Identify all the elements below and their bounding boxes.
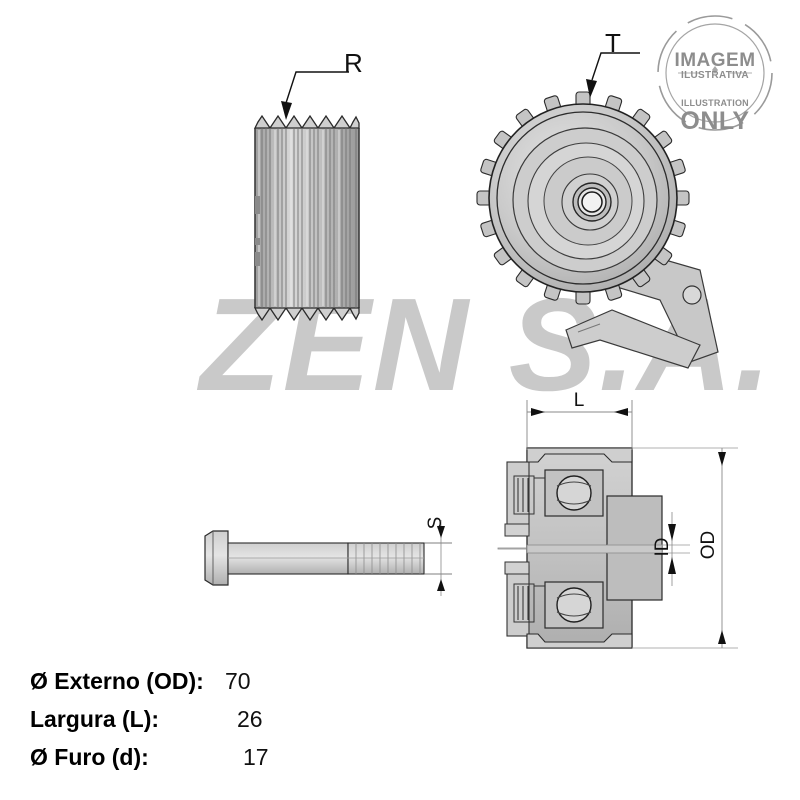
section-bottom-seal xyxy=(513,583,546,624)
section-top-race-curve-b xyxy=(556,499,592,505)
spec-value-bore: 17 xyxy=(243,744,269,770)
lever-detail-line xyxy=(577,323,601,333)
section-left-tab-top xyxy=(504,523,530,537)
spec-row-bore: Ø Furo (d): 17 xyxy=(30,744,350,782)
stamp-line-illustration: ILLUSTRATION xyxy=(681,98,749,108)
dimension-label-od: OD xyxy=(698,530,719,560)
bolt-thread-section xyxy=(347,542,425,575)
callout-label-t: T xyxy=(605,28,621,58)
section-bottom-cap xyxy=(526,633,633,649)
stamp-outer-ring xyxy=(657,15,773,131)
dimension-label-id: ID xyxy=(652,537,673,557)
spec-label-od: Ø Externo (OD): xyxy=(30,668,204,694)
stamp-line-ilustrativa: ILUSTRATIVA xyxy=(681,70,749,81)
section-bottom-race-curve-b xyxy=(556,611,592,617)
dimension-od xyxy=(632,447,738,649)
dimension-label-l: L xyxy=(573,390,585,411)
pulley-bottom-groove-profile xyxy=(253,306,360,322)
section-top-cap xyxy=(526,447,633,463)
toothed-tensioner-view xyxy=(476,52,719,369)
spec-row-od: Ø Externo (OD): 70 xyxy=(30,668,350,706)
poly-v-pulley-view xyxy=(253,71,360,322)
stamp-diamond-icon xyxy=(712,66,718,74)
spec-label-width: Largura (L): xyxy=(30,706,160,732)
spec-value-width: 26 xyxy=(237,706,263,732)
illustration-only-stamp: IMAGEM ILUSTRATIVA ILLUSTRATION ONLY xyxy=(641,14,789,135)
spec-label-bore: Ø Furo (d): xyxy=(30,744,149,770)
bearing-cross-section-view xyxy=(497,400,738,649)
bolt-head xyxy=(204,530,229,586)
dimension-s xyxy=(424,520,452,596)
specification-table: Ø Externo (OD): 70 Largura (L): 26 Ø Fur… xyxy=(30,668,350,782)
illustration-stamp-rings xyxy=(657,15,773,131)
section-bottom-ball xyxy=(556,587,592,623)
bolt-thread-lines xyxy=(355,543,421,574)
dimension-id xyxy=(607,512,690,586)
spec-row-width: Largura (L): 26 xyxy=(30,706,350,744)
spec-value-od: 70 xyxy=(225,668,251,694)
stamp-line-imagem: IMAGEM xyxy=(674,50,756,71)
pulley-top-groove-profile xyxy=(253,114,360,130)
section-top-seal xyxy=(513,475,546,516)
callout-leader-t xyxy=(586,52,640,98)
callout-label-r: R xyxy=(344,48,363,78)
section-bore-band xyxy=(526,544,663,554)
pulley-hub-marks xyxy=(255,196,260,266)
pulley-rib-lines xyxy=(261,128,357,308)
tensioner-ring-1 xyxy=(496,111,670,285)
section-bottom-race-curve-a xyxy=(556,593,592,599)
dimension-label-s: S xyxy=(425,516,446,530)
bolt-shank xyxy=(227,542,349,575)
stamp-inner-ring xyxy=(665,23,765,123)
callout-leader-r xyxy=(281,71,349,120)
pulley-highlights xyxy=(258,130,340,306)
section-top-ball xyxy=(556,475,592,511)
hex-bolt-view xyxy=(204,520,452,596)
stamp-line-only: ONLY xyxy=(680,107,750,135)
tensioner-bore xyxy=(581,191,603,213)
section-top-race-curve-a xyxy=(556,481,592,487)
dimension-l xyxy=(526,400,633,450)
bracket-hole xyxy=(682,285,702,305)
section-left-tab-bottom xyxy=(504,561,530,575)
